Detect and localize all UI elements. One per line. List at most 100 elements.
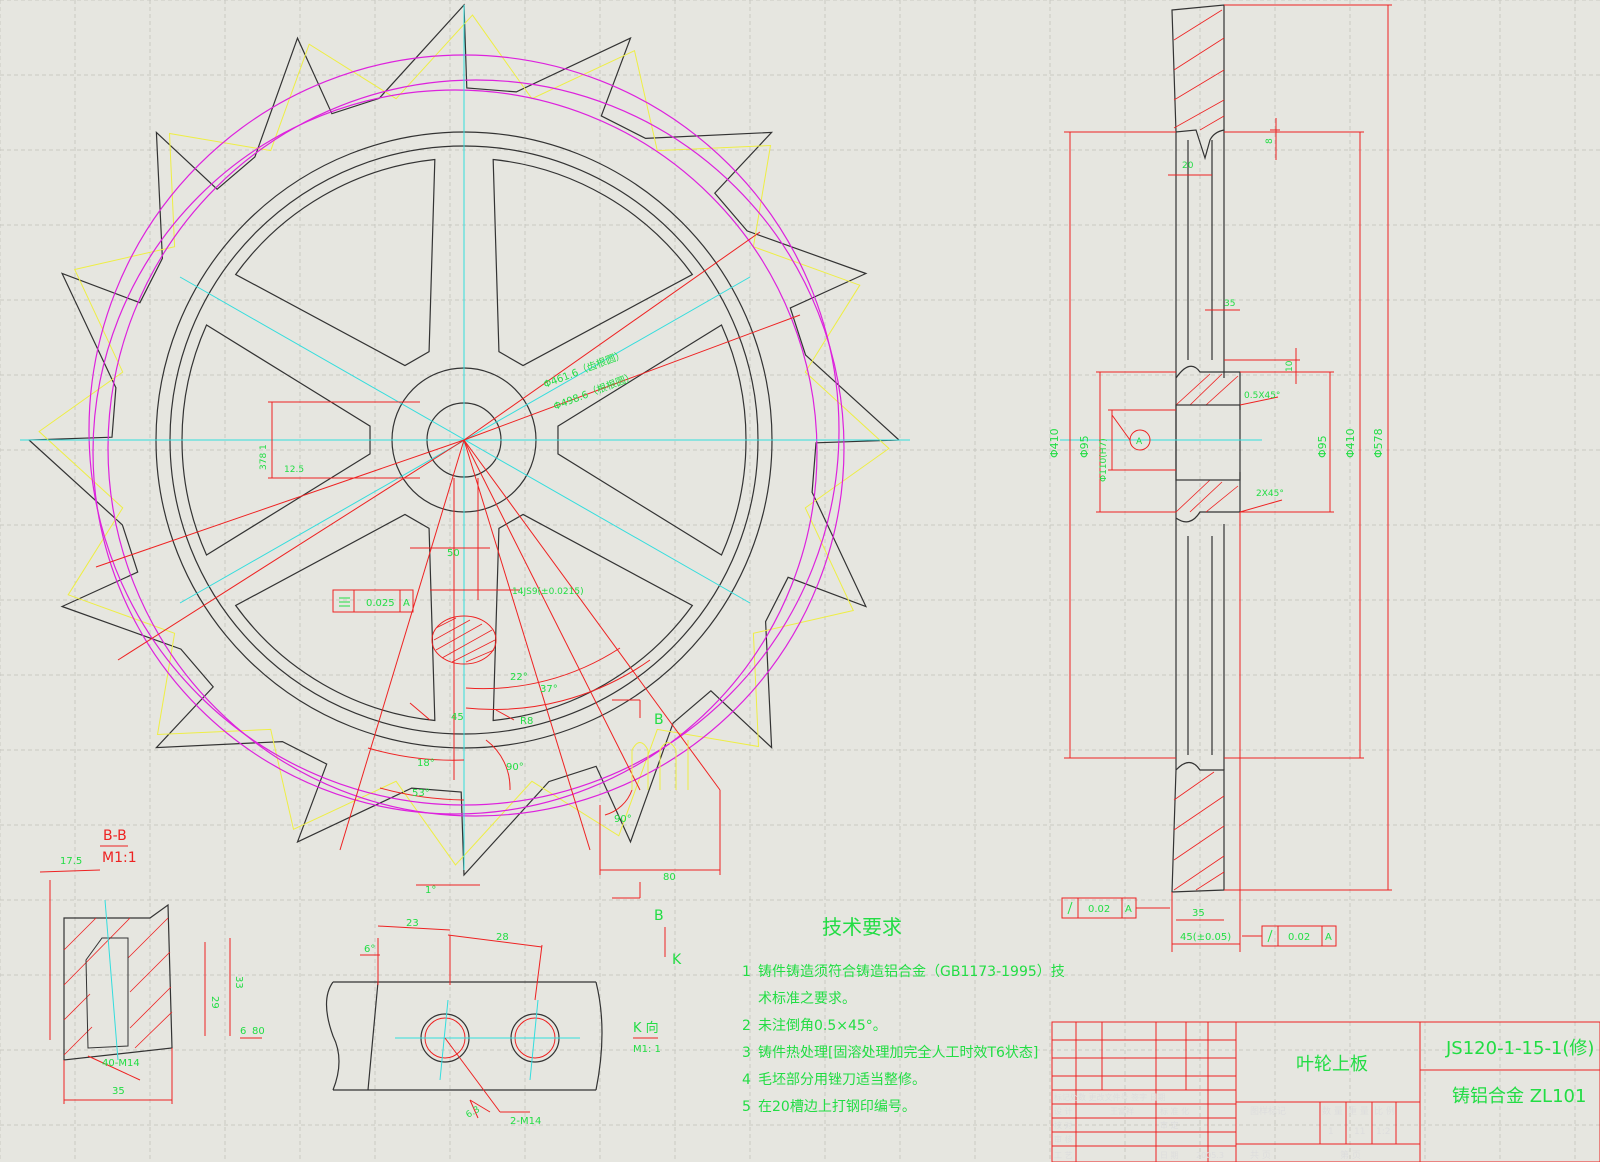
section-bb-title: B-B [103,828,127,844]
section-hatch-key [431,615,497,665]
spoke-window [557,324,747,556]
material: 铸铝合金 ZL101 [1452,1086,1586,1107]
dim-6: 6 [240,1026,246,1037]
stage-label: 图样标记 [1250,1105,1286,1117]
standard-label: 标 准 化 [1160,1106,1189,1116]
tolerance-frame-side-1 [1061,897,1137,919]
dim-29: 29 [209,996,220,1009]
design-label: 设 计 [1054,1106,1073,1116]
sheet-number: 第 页 [1340,1149,1361,1161]
title-block [1051,1021,1600,1162]
date-label: 日 期 [1160,1151,1179,1160]
dimension-lines [95,231,801,957]
tech-req-number: 2 [742,1018,751,1034]
tolerance-frame-side-2 [1261,925,1337,947]
tech-req-item: 铸件铸造须符合铸造铝合金（GB1173-1995）技 [758,964,1065,980]
tech-req-item: 毛坯部分用锉刀适当整修。 [758,1072,926,1088]
scale-value: 1:2 [1376,1127,1390,1137]
dim-28: 28 [496,932,509,943]
dim-d110: Φ110(H7) [1099,438,1109,482]
tech-req-number: 3 [742,1045,751,1061]
key-hatch [433,617,496,663]
thread-spec: 40-M14 [102,1058,140,1069]
side-section-view: A Φ410 Φ95 Φ110(H7) 0.5X45° 2X45° Φ95 Φ4… [1048,4,1392,952]
date-value: 2005.3 [1196,1151,1224,1160]
angle-37: 37° [540,684,558,695]
angle-6: 6° [364,944,375,955]
tol2-value: 0.02 [1288,932,1310,943]
tol2-datum: A [1325,932,1332,943]
datum-a-side: A [1136,437,1143,447]
scale-label: 比 例 [1374,1105,1395,1117]
tech-req-item: 在20槽边上打钢印编号。 [758,1098,916,1115]
section-mark-b-bottom: B [654,908,664,924]
angle-1: 1° [425,885,436,896]
angle-53: 53° [412,788,430,799]
dim-35-top: 35 [1224,299,1235,309]
impeller-teeth-outline [27,3,901,877]
section-bb-view: B-B M1:1 17.5 29 33 6 80 40-M14 35 [39,828,265,1104]
title-block-text: 叶轮上板 JS120-1-15-1(修) 铸铝合金 ZL101 标记处数 更改文… [1054,1038,1594,1161]
tech-req-item: 铸件热处理[固溶处理加完全人工时效T6状态] [758,1044,1038,1061]
tol1-datum: A [1125,904,1132,915]
radius-r8: R8 [520,716,533,727]
designer-name: 王富祥 [1110,1106,1134,1116]
dim-45-tol: 45(±0.05) [1180,932,1231,943]
tol1-value: 0.02 [1088,904,1110,915]
chamfer-top: 0.5X45° [1244,391,1280,401]
qty-label: 数 量 [1322,1105,1343,1117]
audit-label: 审 定 [1160,1120,1179,1130]
tolerance-datum: A [403,598,410,609]
dim-slot-width: 378 1 [259,444,269,470]
weight-label: 重 量 [1348,1105,1369,1117]
dim-23: 23 [406,918,419,929]
spoke-windows [181,158,747,722]
tech-req-item: 术标准之要求。 [758,991,856,1007]
dim-50: 50 [447,548,460,559]
dim-d95-left: Φ95 [1078,435,1091,458]
spoke-window [181,324,371,556]
spoke-window [234,513,436,722]
part-name: 叶轮上板 [1296,1054,1368,1075]
angle-18: 18° [417,758,435,769]
view-k-scale: M1: 1 [633,1044,661,1055]
dim-d95-right: Φ95 [1316,435,1329,458]
dim-d578: Φ578 [1372,428,1385,458]
check-label: 校 对 [1054,1120,1073,1130]
view-k: 6° 23 28 2-M14 6.3 K 向 M1: 1 [325,918,661,1127]
dim-20: 20 [1182,161,1194,171]
spoke-window [492,513,694,722]
tooth-slot-detail [631,740,689,790]
view-k-title: K 向 [633,1020,659,1036]
weight-value: 11 [1354,1127,1365,1137]
review-label: 审 核 [1054,1134,1073,1144]
process-label: 工 艺 [1054,1151,1073,1160]
tech-req-number: 4 [742,1072,751,1088]
view-mark-k: K [672,952,682,968]
tooth-profile-lines [38,14,890,866]
hole-spec: 2-M14 [510,1116,541,1127]
dim-45-key: 45 [451,712,464,723]
chamfer-bottom: 2X45° [1256,489,1284,499]
tolerance-value: 0.025 [366,598,395,609]
sheet-total: 共 页 [1250,1150,1271,1161]
qty-value: 1 [1328,1127,1334,1137]
tolerance-frame-main [332,589,414,613]
angle-90-tooth: 90° [614,814,632,825]
section-mark-b-top: B [654,712,664,728]
dim-10: 10 [1285,360,1295,372]
dim-80-tooth: 80 [663,872,676,883]
dim-keyway: 14JS9(±0.0215) [512,587,584,597]
tech-req-title: 技术要求 [822,915,902,939]
dim-33: 33 [233,976,244,989]
spoke-window [492,158,694,367]
dim-80-section: 80 [252,1026,265,1037]
dim-17-5: 17.5 [60,856,82,867]
angle-90-hub: 90° [506,762,524,773]
roughness-12-5: 12.5 [284,465,304,475]
tech-req-number: 5 [742,1099,751,1115]
